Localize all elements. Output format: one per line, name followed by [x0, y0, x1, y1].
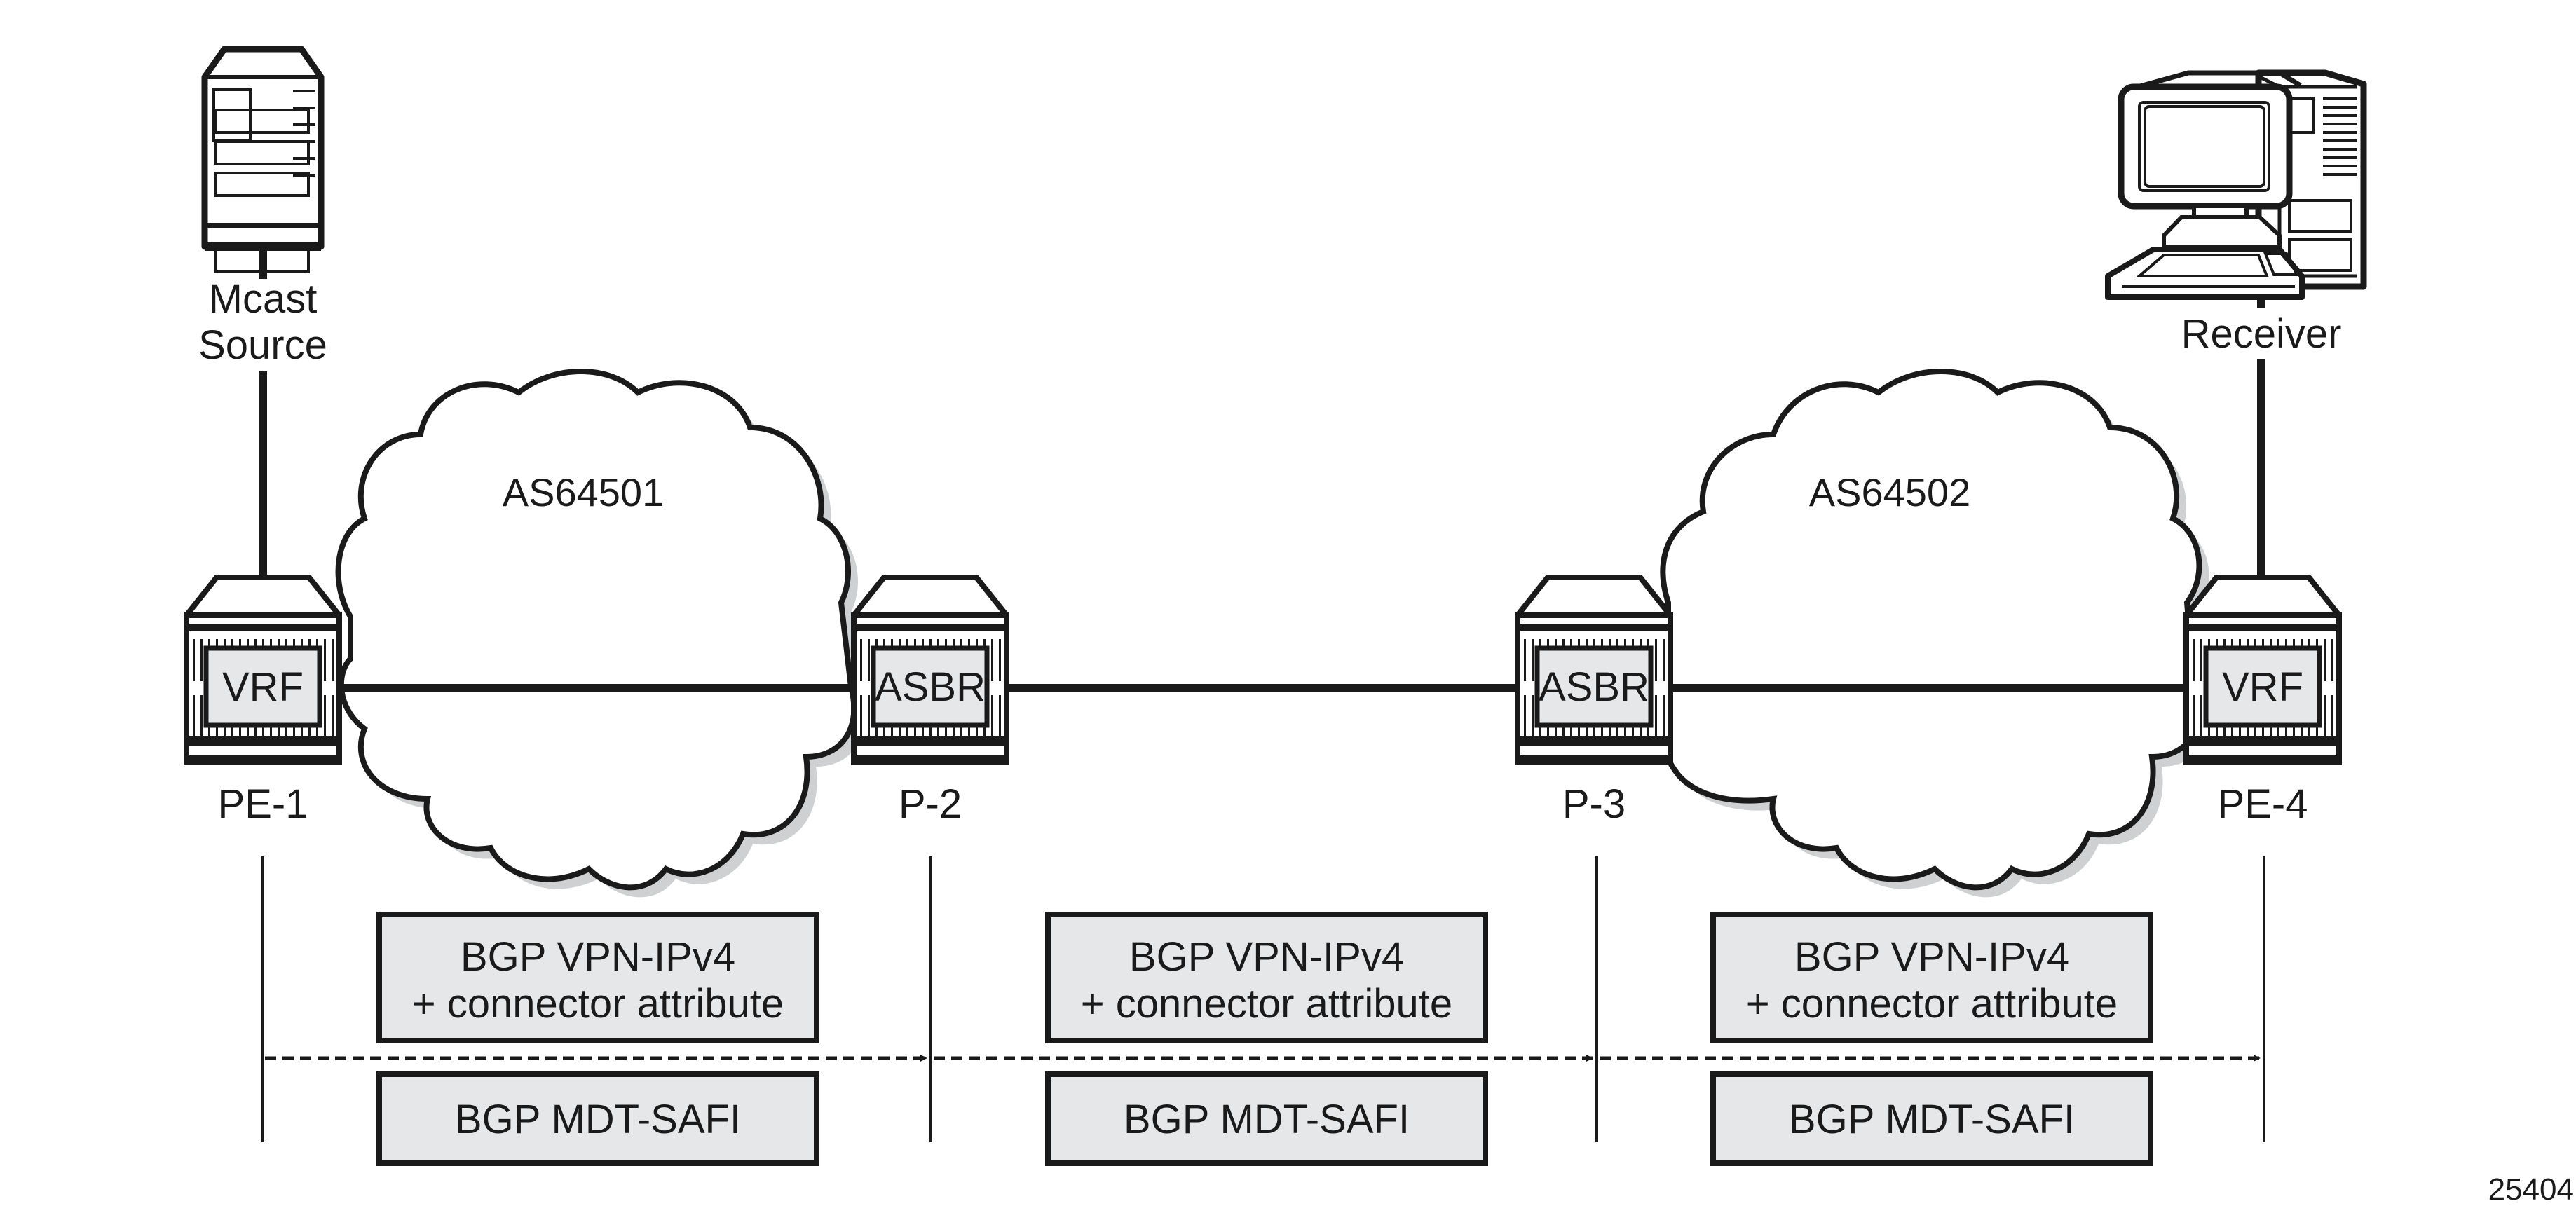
- cloud-label: AS64501: [503, 470, 664, 514]
- router-p2[interactable]: ASBR P-2: [851, 575, 1009, 827]
- mdt-safi-label: BGP MDT-SAFI: [1789, 1097, 2075, 1142]
- receiver-label: Receiver: [2181, 311, 2342, 357]
- router-badge-label: VRF: [222, 664, 304, 710]
- router-name-label: P-3: [1562, 781, 1626, 827]
- router-badge-label: VRF: [2222, 664, 2303, 710]
- router-pe4[interactable]: VRF PE-4: [2183, 575, 2342, 827]
- vpn-ipv4-line1: BGP VPN-IPv4: [1794, 934, 2069, 980]
- mdt-safi-label: BGP MDT-SAFI: [455, 1097, 741, 1142]
- server-drive-bays: [214, 109, 310, 197]
- router-name-label: P-2: [899, 781, 962, 827]
- vpn-ipv4-box: [1045, 912, 1488, 1043]
- vpn-ipv4-line2: + connector attribute: [412, 981, 784, 1027]
- source-label-line2: Source: [198, 322, 327, 368]
- cloud-outline: [1658, 369, 2202, 891]
- mdt-safi-label: BGP MDT-SAFI: [1124, 1097, 1410, 1142]
- cloud-outline: [335, 369, 857, 891]
- router-badge-label: ASBR: [875, 664, 986, 710]
- cloud-as64501: AS64501: [335, 369, 864, 898]
- router-badge-box: [2203, 645, 2322, 728]
- vpn-ipv4-line2: + connector attribute: [1081, 981, 1452, 1027]
- figure-id: 25404: [2488, 1172, 2574, 1206]
- mdt-safi-box: [1045, 1071, 1488, 1166]
- router-badge-box: [1534, 645, 1654, 728]
- timeline-lines: [261, 856, 2265, 1142]
- router-badge-box: [203, 645, 322, 728]
- keyboard-icon: [2105, 247, 2305, 300]
- source-label-line1: Mcast: [209, 276, 318, 322]
- router-name-label: PE-4: [2218, 781, 2308, 827]
- cloud-as64502: AS64502: [1658, 369, 2209, 898]
- router-pe1[interactable]: VRF PE-1: [184, 575, 342, 827]
- monitor-icon: [2118, 70, 2302, 249]
- cloud-label: AS64502: [1809, 470, 1970, 514]
- vpn-ipv4-box: [1710, 912, 2153, 1043]
- mdt-safi-box: [376, 1071, 819, 1166]
- router-p3[interactable]: ASBR P-3: [1515, 575, 1673, 827]
- router-badge-box: [871, 645, 990, 728]
- vpn-ipv4-line1: BGP VPN-IPv4: [461, 934, 735, 980]
- router-name-label: PE-1: [218, 781, 308, 827]
- receiver-computer[interactable]: [2105, 69, 2367, 300]
- mdt-safi-box: [1710, 1071, 2153, 1166]
- router-badge-label: ASBR: [1539, 664, 1649, 710]
- vpn-ipv4-line1: BGP VPN-IPv4: [1129, 934, 1404, 980]
- vpn-ipv4-line2: + connector attribute: [1746, 981, 2118, 1027]
- mcast-source-server[interactable]: [201, 46, 325, 273]
- vpn-ipv4-box: [376, 912, 819, 1043]
